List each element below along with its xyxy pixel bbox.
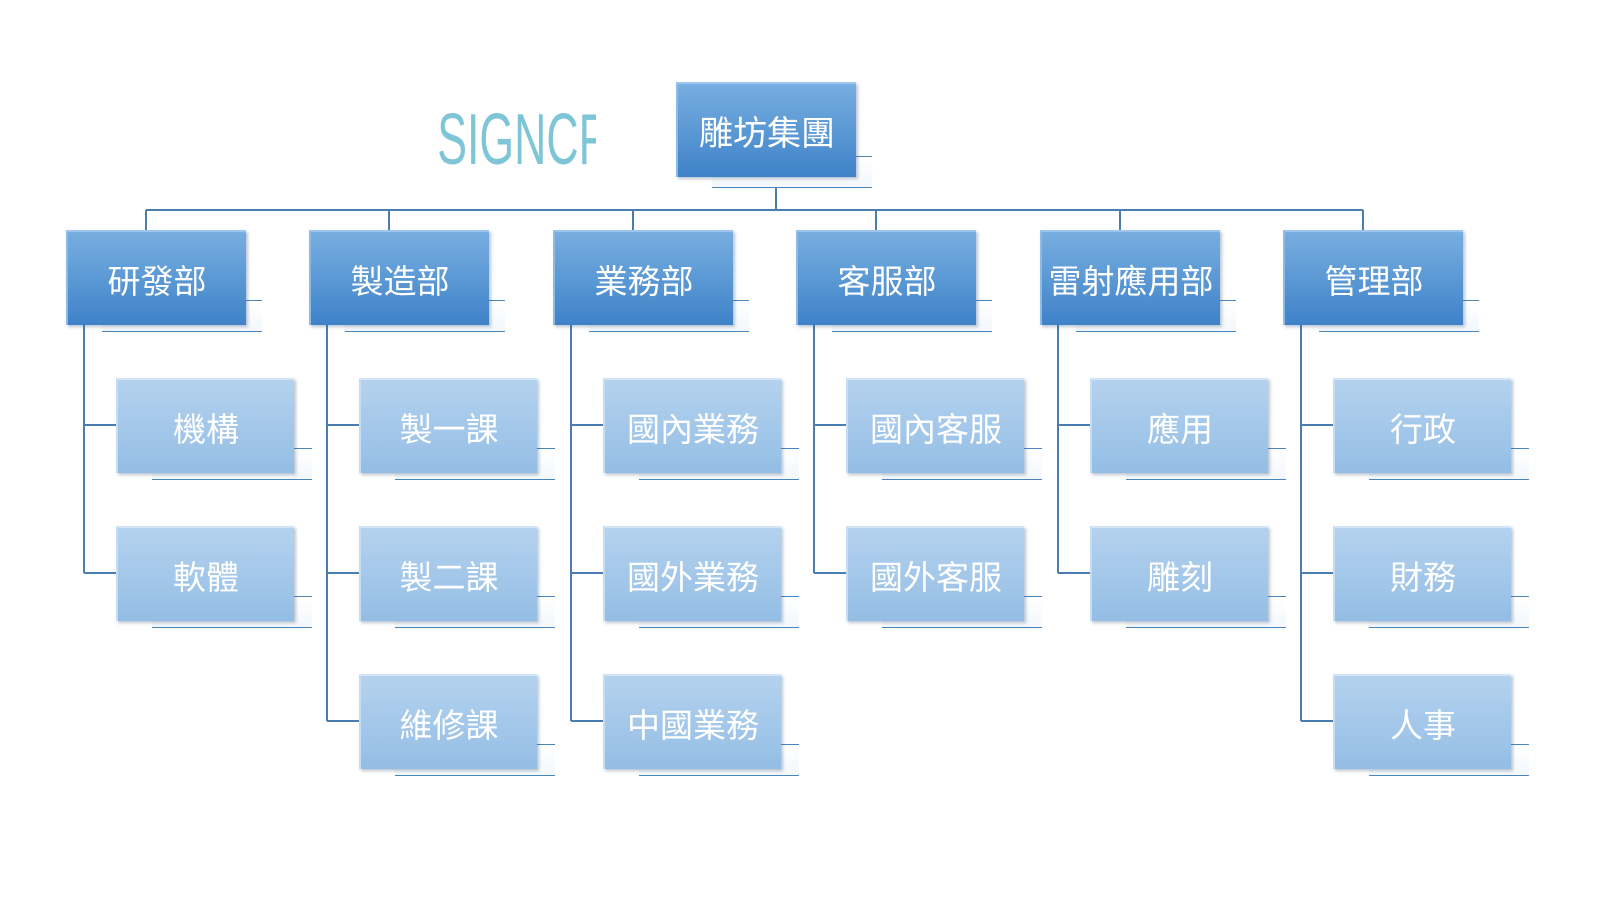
unit-node: 維修課 <box>359 674 555 776</box>
unit-node-label: 國內客服 <box>846 378 1024 473</box>
unit-node-label: 應用 <box>1090 378 1268 473</box>
unit-node-label: 國外客服 <box>846 526 1024 621</box>
unit-node: 製二課 <box>359 526 555 628</box>
unit-node-label: 維修課 <box>359 674 537 769</box>
department-node: 管理部 <box>1283 230 1479 332</box>
department-node: 客服部 <box>796 230 992 332</box>
logo-wordmark: SIGNCRAFS <box>437 99 596 180</box>
unit-node: 國外客服 <box>846 526 1042 628</box>
unit-node-label: 中國業務 <box>603 674 781 769</box>
unit-node: 軟體 <box>116 526 312 628</box>
unit-node: 行政 <box>1333 378 1529 480</box>
unit-node: 應用 <box>1090 378 1286 480</box>
root-node: 雕坊集團 <box>676 82 872 188</box>
department-node-label: 研發部 <box>66 230 246 325</box>
department-node-label: 製造部 <box>309 230 489 325</box>
unit-node: 財務 <box>1333 526 1529 628</box>
unit-node-label: 人事 <box>1333 674 1511 769</box>
signcrafs-logo: SIGNCRAFS <box>436 72 697 182</box>
department-node-label: 客服部 <box>796 230 976 325</box>
unit-node: 國外業務 <box>603 526 799 628</box>
department-node: 業務部 <box>553 230 749 332</box>
department-node: 研發部 <box>66 230 262 332</box>
unit-node-label: 機構 <box>116 378 294 473</box>
unit-node-label: 國外業務 <box>603 526 781 621</box>
unit-node: 國內業務 <box>603 378 799 480</box>
unit-node: 機構 <box>116 378 312 480</box>
unit-node-label: 製二課 <box>359 526 537 621</box>
department-node: 製造部 <box>309 230 505 332</box>
unit-node-label: 財務 <box>1333 526 1511 621</box>
department-node-label: 業務部 <box>553 230 733 325</box>
department-node-label: 管理部 <box>1283 230 1463 325</box>
unit-node: 雕刻 <box>1090 526 1286 628</box>
unit-node-label: 軟體 <box>116 526 294 621</box>
unit-node: 製一課 <box>359 378 555 480</box>
unit-node: 國內客服 <box>846 378 1042 480</box>
root-label: 雕坊集團 <box>676 82 856 177</box>
department-node-label: 雷射應用部 <box>1040 230 1220 325</box>
unit-node: 中國業務 <box>603 674 799 776</box>
unit-node-label: 雕刻 <box>1090 526 1268 621</box>
unit-node: 人事 <box>1333 674 1529 776</box>
unit-node-label: 製一課 <box>359 378 537 473</box>
unit-node-label: 國內業務 <box>603 378 781 473</box>
unit-node-label: 行政 <box>1333 378 1511 473</box>
department-node: 雷射應用部 <box>1040 230 1236 332</box>
